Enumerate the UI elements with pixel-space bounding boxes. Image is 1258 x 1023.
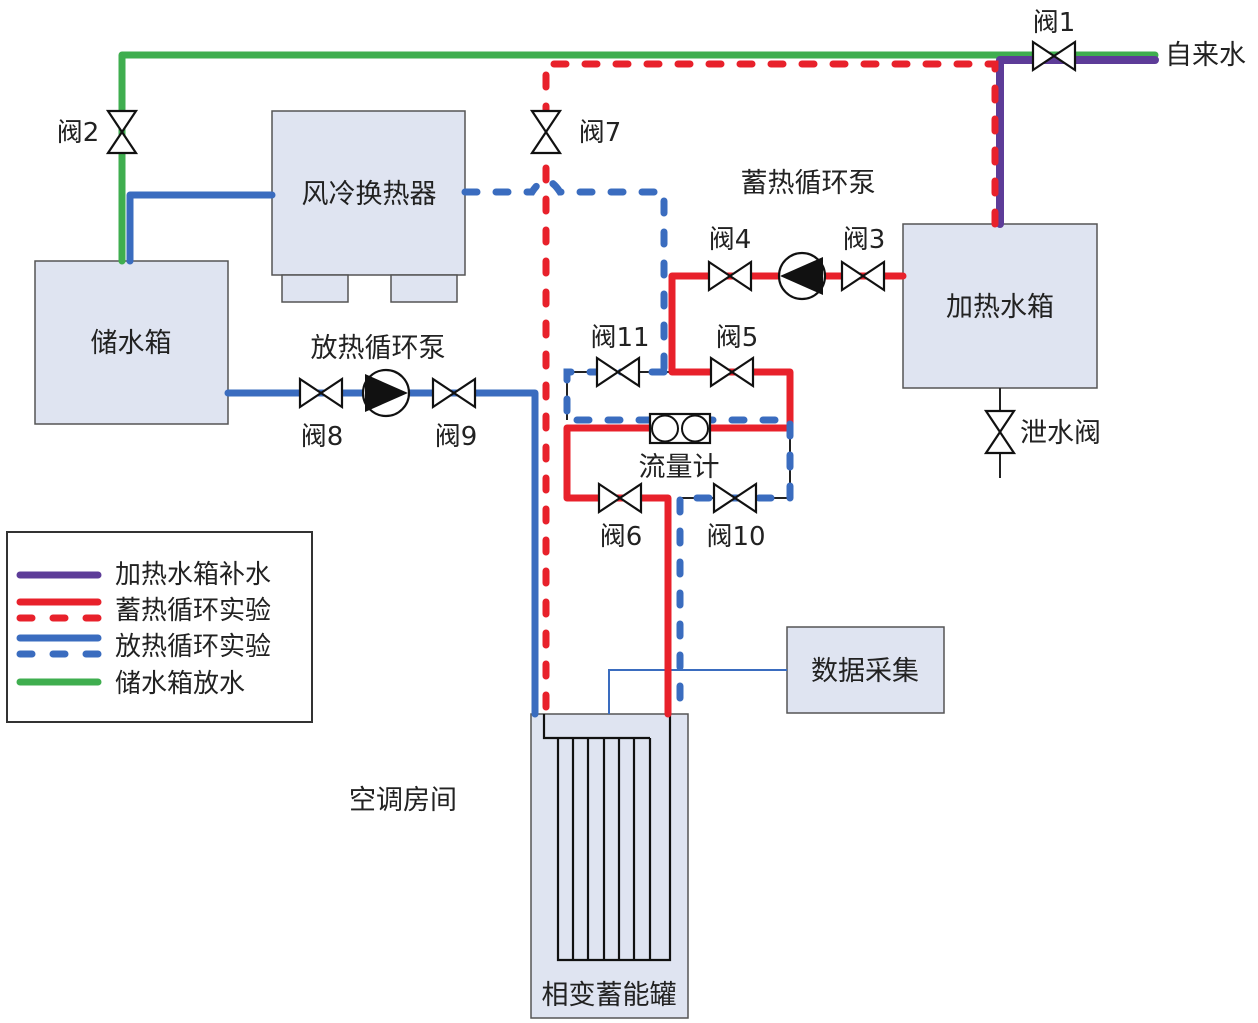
pipe-discharge-exchanger xyxy=(126,191,276,265)
discharge-pump-icon[interactable] xyxy=(361,368,411,418)
pipe-discharge-dashed-loop xyxy=(563,368,794,718)
legend-label-makeup: 加热水箱补水 xyxy=(115,560,271,590)
legend-label-drain: 储水箱放水 xyxy=(115,669,245,699)
charge-pump-label: 蓄热循环泵 xyxy=(741,168,876,199)
valve-1-label: 阀1 xyxy=(1033,8,1076,38)
valve-7-label: 阀7 xyxy=(579,118,622,148)
data-acquisition-label: 数据采集 xyxy=(811,656,919,687)
valve-11-icon[interactable] xyxy=(595,355,641,389)
pipe-drain-green xyxy=(118,51,1159,265)
valve-3-label: 阀3 xyxy=(843,225,886,255)
valve-1-icon[interactable] xyxy=(1031,39,1077,73)
valve-10-icon[interactable] xyxy=(712,481,758,515)
charge-pump-icon[interactable] xyxy=(777,251,827,301)
air-cooled-exchanger-box xyxy=(271,110,466,276)
valve-5-icon[interactable] xyxy=(709,355,755,389)
pipe-makeup-purple xyxy=(996,56,1159,228)
valve-2-icon[interactable] xyxy=(105,109,139,155)
valve-9-icon[interactable] xyxy=(431,376,477,410)
drain-valve-icon[interactable] xyxy=(983,409,1017,455)
pcm-tank-box xyxy=(530,713,689,1019)
legend: 加热水箱补水 蓄热循环实验 放热循环实验 储水箱放水 xyxy=(6,531,313,723)
valve-10-label: 阀10 xyxy=(706,522,765,552)
exchanger-label: 风冷换热器 xyxy=(302,179,437,210)
valve-6-label: 阀6 xyxy=(600,522,643,552)
valve-4-label: 阀4 xyxy=(709,225,752,255)
valve-5-label: 阀5 xyxy=(716,323,759,353)
pipe-charge-dashed xyxy=(542,60,999,718)
heating-tank-label: 加热水箱 xyxy=(946,292,1054,323)
pipe-discharge-dashed-top xyxy=(461,177,668,376)
valve-3-icon[interactable] xyxy=(840,259,886,293)
storage-tank-box xyxy=(34,260,229,425)
discharge-pump-label: 放热循环泵 xyxy=(311,333,446,364)
drain-valve-label: 泄水阀 xyxy=(1020,418,1101,449)
valve-11-label: 阀11 xyxy=(590,323,649,353)
sensor-wire xyxy=(608,669,787,714)
exchanger-fan-left xyxy=(281,274,349,303)
room-label: 空调房间 xyxy=(349,785,457,816)
data-acquisition-box xyxy=(786,626,945,714)
flow-meter-icon xyxy=(648,412,712,445)
legend-label-discharge: 放热循环实验 xyxy=(115,632,271,662)
tap-water-label: 自来水 xyxy=(1165,40,1246,71)
legend-label-charge: 蓄热循环实验 xyxy=(115,596,271,626)
pcm-coil xyxy=(542,714,672,962)
valve-9-label: 阀9 xyxy=(435,422,478,452)
valve-2-label: 阀2 xyxy=(57,118,100,148)
valve-7-icon[interactable] xyxy=(529,109,563,155)
flow-meter-label: 流量计 xyxy=(639,452,720,483)
valve-8-label: 阀8 xyxy=(301,422,344,452)
storage-tank-label: 储水箱 xyxy=(91,328,172,359)
pcm-tank-label: 相变蓄能罐 xyxy=(542,980,677,1011)
legend-frame xyxy=(6,531,313,723)
valve-4-icon[interactable] xyxy=(707,259,753,293)
valve-8-icon[interactable] xyxy=(298,376,344,410)
valve-6-icon[interactable] xyxy=(597,481,643,515)
exchanger-fan-right xyxy=(390,274,458,303)
